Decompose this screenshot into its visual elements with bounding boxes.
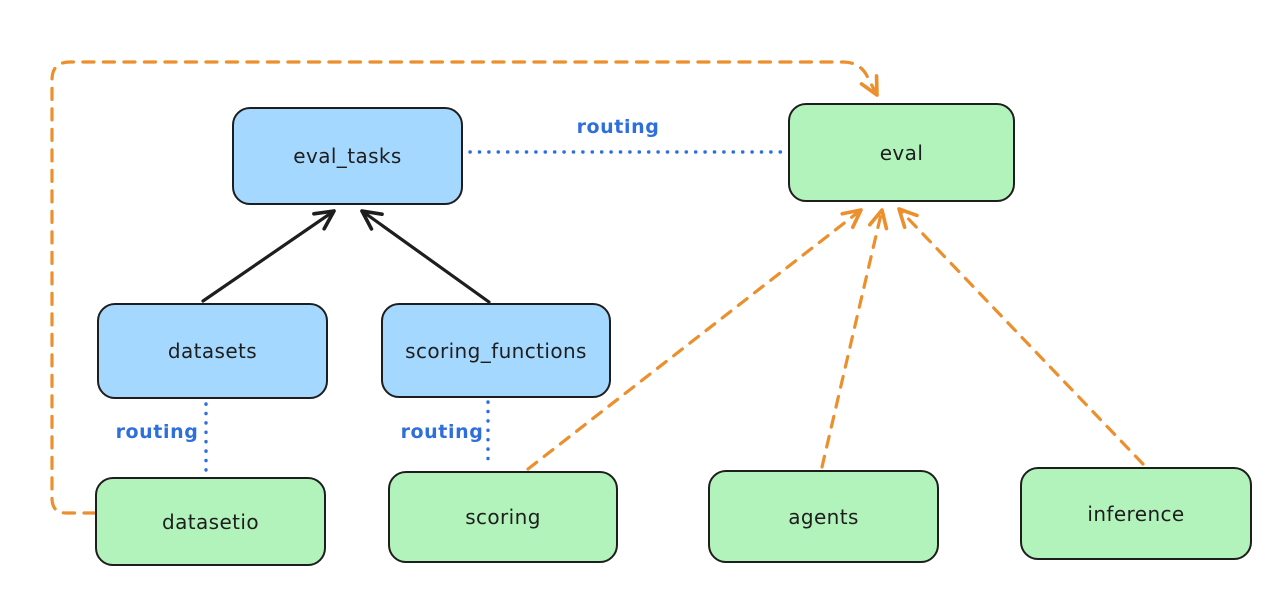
- node-datasetio: datasetio: [95, 477, 326, 566]
- node-agents-label: agents: [788, 504, 859, 529]
- node-scoring-functions: scoring_functions: [381, 303, 611, 398]
- node-datasets-label: datasets: [167, 339, 258, 363]
- edge-label-routing-scoring-functions-scoring: routing: [400, 421, 484, 443]
- node-inference-label: inference: [1087, 501, 1185, 526]
- edge-datasets-to-eval-tasks: [201, 209, 336, 303]
- node-datasets: datasets: [97, 303, 328, 399]
- node-scoring: scoring: [388, 471, 618, 563]
- edge-scoring-functions-to-eval-tasks: [360, 209, 491, 304]
- edge-agents-to-eval: [820, 208, 889, 469]
- node-eval-tasks: eval_tasks: [232, 107, 463, 205]
- edge-label-routing-eval-tasks-eval: routing: [576, 116, 660, 138]
- node-inference: inference: [1020, 467, 1252, 560]
- edge-datasetio-to-eval: [50, 60, 879, 515]
- node-datasetio-label: datasetio: [161, 509, 259, 534]
- edge-label-routing-datasets-datasetio: routing: [115, 421, 199, 443]
- node-agents: agents: [708, 470, 939, 563]
- edge-inference-to-eval: [897, 207, 1145, 466]
- node-eval-label: eval: [879, 140, 924, 165]
- node-eval-tasks-label: eval_tasks: [293, 144, 402, 168]
- node-eval: eval: [788, 103, 1015, 202]
- edge-scoring-to-eval: [526, 208, 863, 471]
- node-scoring-label: scoring: [465, 505, 541, 529]
- node-scoring-functions-label: scoring_functions: [405, 338, 587, 363]
